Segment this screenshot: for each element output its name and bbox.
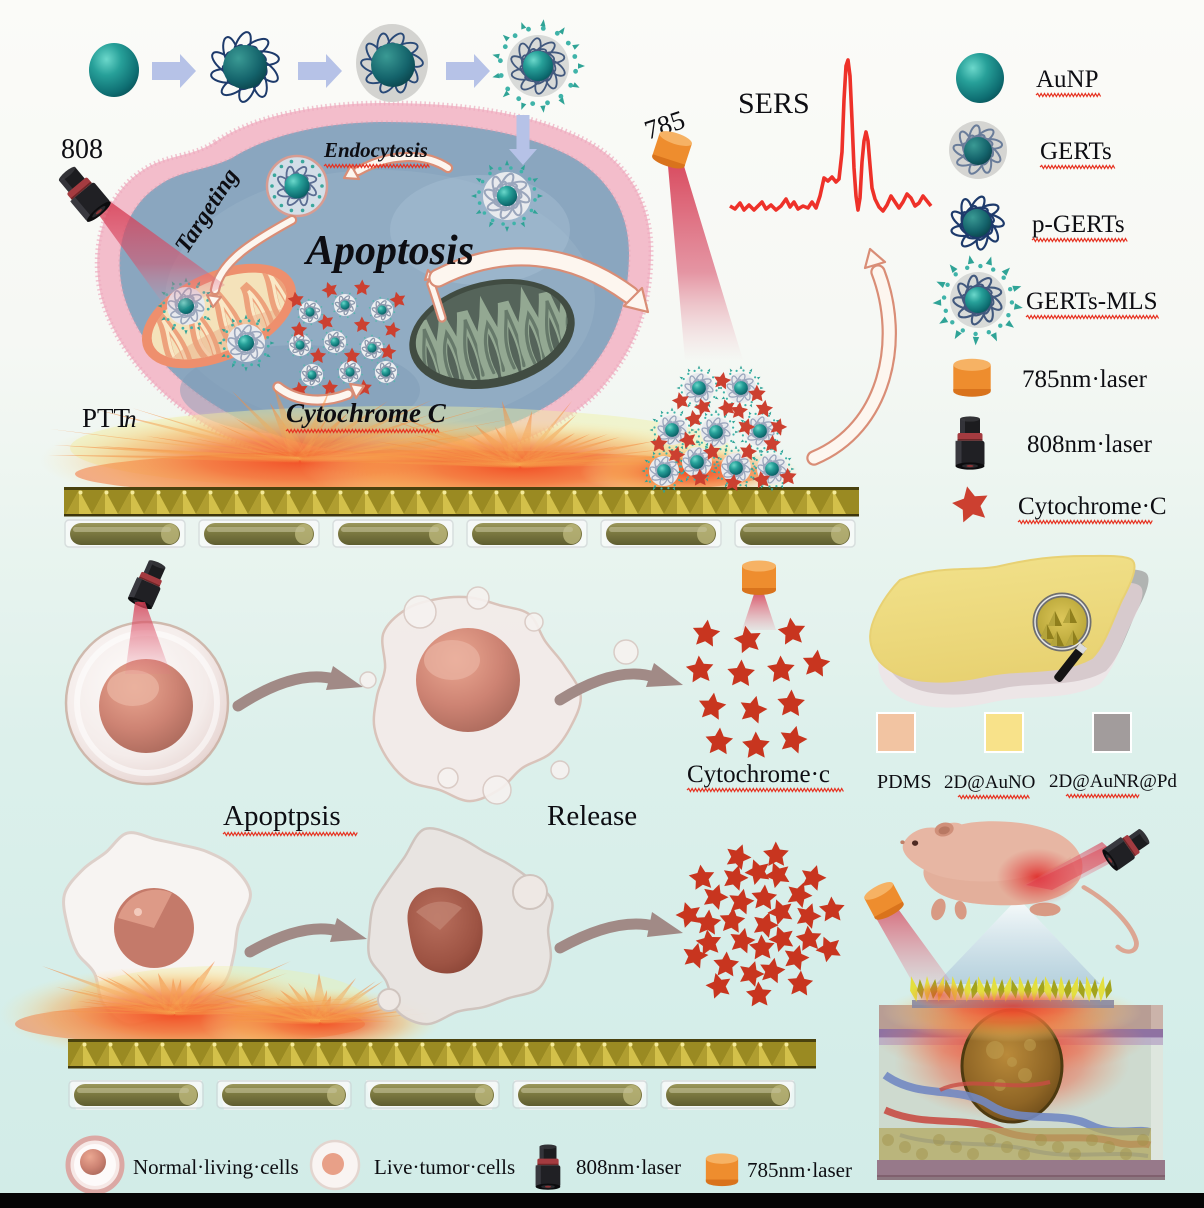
svg-text:AuNP: AuNP — [1036, 66, 1099, 93]
svg-text:Cytochrome·C: Cytochrome·C — [1018, 493, 1167, 520]
svg-text:Cytochrome·c: Cytochrome·c — [687, 761, 830, 788]
svg-text:Apoptpsis: Apoptpsis — [223, 800, 341, 832]
svg-text:SERS: SERS — [738, 87, 810, 120]
svg-text:2D@AuNR@Pd: 2D@AuNR@Pd — [1049, 771, 1177, 792]
svg-text:Release: Release — [547, 800, 637, 832]
svg-text:n: n — [124, 406, 137, 433]
svg-text:Apoptosis: Apoptosis — [303, 228, 474, 274]
svg-text:Normal·living·cells: Normal·living·cells — [133, 1155, 299, 1179]
svg-text:GERTs-MLS: GERTs-MLS — [1026, 288, 1157, 315]
svg-text:Cytochrome C: Cytochrome C — [286, 398, 447, 428]
svg-text:Endocytosis: Endocytosis — [323, 138, 428, 162]
svg-text:PTT: PTT — [82, 403, 131, 433]
svg-text:2D@AuNO: 2D@AuNO — [944, 772, 1035, 793]
svg-text:GERTs: GERTs — [1040, 138, 1112, 165]
svg-text:PDMS: PDMS — [877, 771, 931, 793]
svg-text:785nm·laser: 785nm·laser — [1022, 366, 1148, 393]
svg-text:808nm·laser: 808nm·laser — [576, 1155, 681, 1179]
svg-text:p-GERTs: p-GERTs — [1032, 211, 1125, 238]
svg-text:Live·tumor·cells: Live·tumor·cells — [374, 1155, 515, 1179]
svg-text:785nm·laser: 785nm·laser — [747, 1158, 852, 1182]
svg-text:808: 808 — [61, 134, 103, 165]
svg-text:808nm·laser: 808nm·laser — [1027, 431, 1153, 458]
